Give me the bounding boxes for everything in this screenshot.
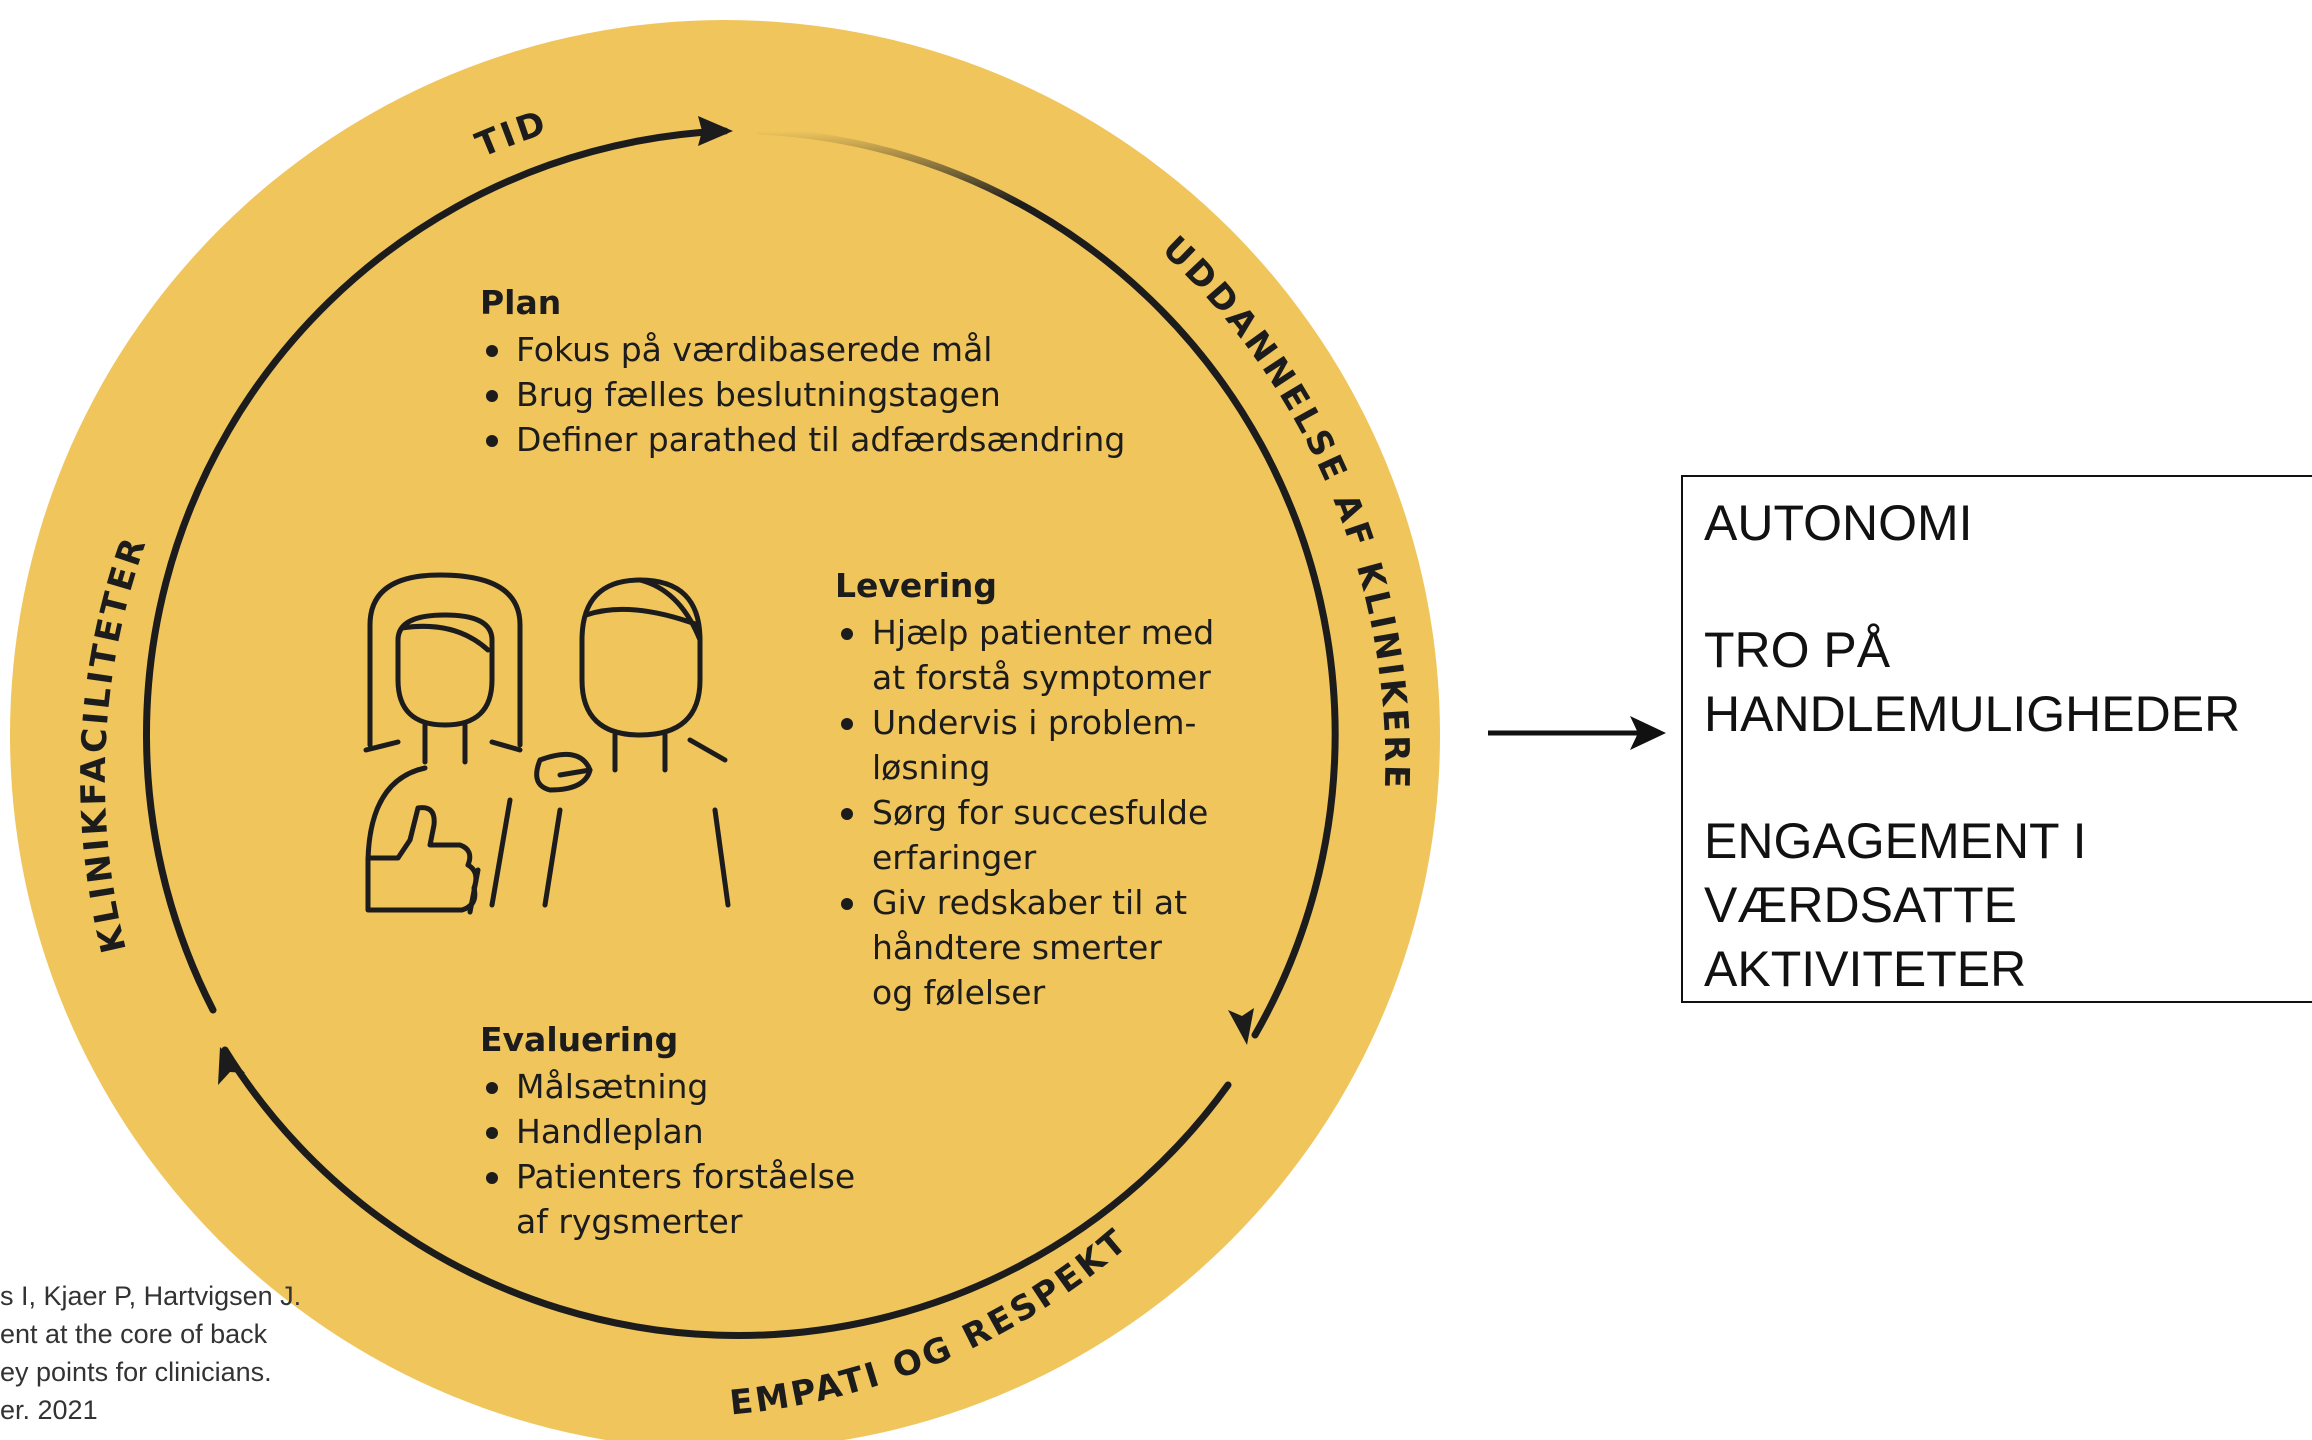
evaluering-bullet-dot (486, 1172, 498, 1184)
woman-neck (422, 722, 468, 765)
section-levering: Levering Hjælp patienter med at forstå sy… (835, 566, 1214, 1012)
flow-arrow (1488, 716, 1666, 750)
outcome-line: HANDLEMULIGHEDER (1704, 686, 2241, 742)
citation-line: ent at the core of back (0, 1319, 268, 1349)
people-illustration (363, 572, 731, 915)
levering-heading: Levering (835, 566, 997, 605)
cycle-arrows (143, 127, 1339, 1340)
yellow-circle (10, 20, 1440, 1440)
outcome-box: AUTONOMI TRO PÅ HANDLEMULIGHEDER ENGAGEMENT… (1681, 475, 2312, 1003)
man-head (579, 577, 703, 738)
arrow-head-top (698, 116, 733, 146)
levering-bullet-text: erfaringer (872, 838, 1037, 877)
arrow-heads (218, 116, 1254, 1085)
evaluering-bullet-dot (486, 1082, 498, 1094)
citation-line: ey points for clinicians. (0, 1357, 272, 1387)
evaluering-bullet-text: Handleplan (516, 1112, 704, 1151)
levering-bullet-text: at forstå symptomer (872, 658, 1211, 697)
man-arm-left (542, 807, 563, 908)
woman-arm-lower (489, 797, 513, 908)
evaluering-bullet-text: Målsætning (516, 1067, 708, 1106)
outcome-spacer (1704, 746, 2312, 809)
man-hair (583, 577, 703, 643)
levering-bullet-dot (841, 718, 853, 730)
shoulder-hand (534, 751, 593, 793)
woman-face (395, 612, 495, 728)
outcome-line: TRO PÅ (1704, 622, 1891, 678)
plan-bullet-dot (486, 435, 498, 447)
outcome-line: ENGAGEMENT I (1704, 813, 2087, 869)
cycle-arc-left-top (143, 127, 729, 1014)
outcome-spacer (1704, 555, 2312, 618)
arrow-head-right (1228, 1008, 1254, 1045)
woman-arm (365, 765, 428, 863)
levering-bullet-text: løsning (872, 748, 991, 787)
plan-bullet-text: Fokus på værdibaserede mål (516, 330, 992, 369)
evaluering-bullet-text: Patienters forståelse (516, 1157, 855, 1196)
section-evaluering: Evaluering MålsætningHandleplanPatienter… (480, 1020, 855, 1241)
plan-heading: Plan (480, 283, 561, 322)
woman-hair (367, 572, 523, 748)
evaluering-heading: Evaluering (480, 1020, 678, 1059)
evaluering-bullet-dot (486, 1127, 498, 1139)
outcome-line: AUTONOMI (1704, 495, 1973, 551)
citation-line: er. 2021 (0, 1395, 98, 1425)
plan-bullet-dot (486, 345, 498, 357)
man-shoulders (557, 737, 728, 778)
arrow-head-left (218, 1047, 245, 1085)
flow-arrow-head (1630, 716, 1666, 750)
levering-bullets: Hjælp patienter med at forstå symptomer U… (841, 613, 1214, 1012)
plan-bullet-text: Definer parathed til adfærdsændring (516, 420, 1125, 459)
levering-bullet-text: og følelser (872, 973, 1046, 1012)
woman-shoulders (363, 739, 523, 753)
citation: s I, Kjaer P, Hartvigsen J. ent at the co… (0, 1277, 340, 1429)
levering-bullet-text: håndtere smerter (872, 928, 1162, 967)
evaluering-bullet-text: af rygsmerter (516, 1202, 743, 1241)
woman-fringe (399, 623, 491, 653)
plan-bullet-dot (486, 390, 498, 402)
levering-bullet-text: Giv redskaber til at (872, 883, 1187, 922)
plan-bullet-text: Brug fælles beslutningstagen (516, 375, 1001, 414)
citation-line: s I, Kjaer P, Hartvigsen J. (0, 1281, 302, 1311)
woman-arm-mid (467, 867, 481, 915)
levering-bullet-dot (841, 898, 853, 910)
cycle-arc-bottom (221, 1046, 1232, 1340)
man-neck (612, 732, 668, 773)
levering-bullet-text: Hjælp patienter med (872, 613, 1214, 652)
levering-bullet-dot (841, 628, 853, 640)
levering-bullet-text: Undervis i problem- (872, 703, 1196, 742)
levering-bullet-dot (841, 808, 853, 820)
levering-bullet-text: Sørg for succesfulde (872, 793, 1208, 832)
man-body-right (712, 807, 731, 908)
outcome-line: VÆRDSATTE AKTIVITETER (1704, 877, 2027, 997)
cycle-arc-top-right (756, 127, 1339, 1039)
